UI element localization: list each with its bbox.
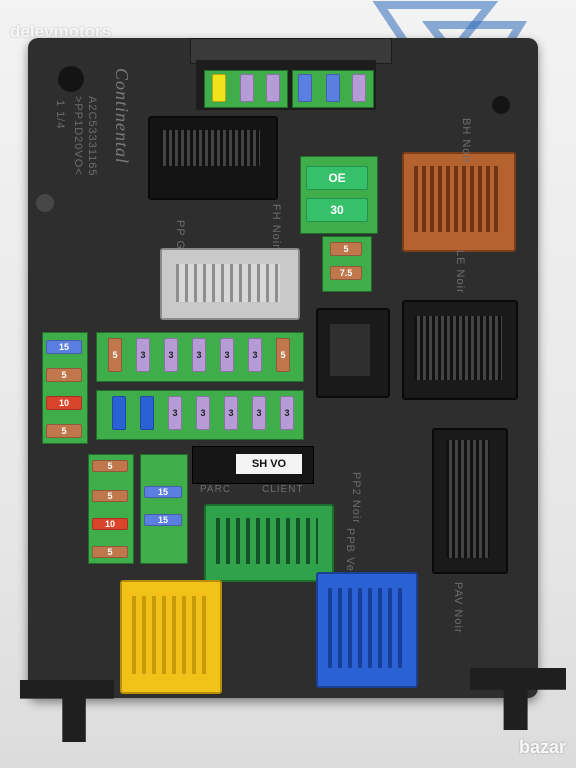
connector-black-mid-socket: [330, 324, 370, 376]
label-pp2: PP2 Noir: [350, 472, 362, 525]
maxi-fuse-1[interactable]: OE: [306, 166, 368, 190]
connector-black-right-pins: [414, 316, 502, 380]
part-number: A2C53331165: [86, 96, 98, 177]
relay-label: SH VO: [236, 454, 302, 474]
fuse-top-1[interactable]: [212, 74, 226, 102]
fuse-ll-4[interactable]: 10: [92, 518, 128, 530]
connector-black-mid[interactable]: [316, 308, 390, 398]
fuse-top-5[interactable]: [326, 74, 340, 102]
fuse-c1-2[interactable]: 3: [136, 338, 150, 372]
fuse-mid-2[interactable]: 7.5: [330, 266, 362, 280]
fuse-c1-1[interactable]: 5: [108, 338, 122, 372]
fuse-mid-1[interactable]: 5: [330, 242, 362, 256]
fuse-top-2[interactable]: [240, 74, 254, 102]
fuse-left-1[interactable]: 15: [46, 340, 82, 354]
connector-green-pins: [216, 518, 318, 564]
ratio-text: 1 1/4: [54, 100, 66, 130]
fuse-left-4[interactable]: 5: [46, 424, 82, 438]
mounting-hole: [58, 66, 84, 92]
maxi-fuse-2[interactable]: 30: [306, 198, 368, 222]
fuse-c2-6[interactable]: 3: [252, 396, 266, 430]
fuse-c2-4[interactable]: 3: [196, 396, 210, 430]
label-le: LE Noir: [454, 250, 466, 294]
fuse-c1-4[interactable]: 3: [192, 338, 206, 372]
mounting-hole-right: [492, 96, 510, 114]
watermark-bottom: bazar: [518, 737, 566, 757]
connector-pins: [160, 130, 260, 166]
label-fh: FH Noir: [270, 204, 282, 249]
lower-mid-fuse-slot: [140, 454, 188, 564]
brand-logo: Continental: [112, 68, 132, 164]
connector-grey-pins: [176, 264, 280, 302]
fuse-c2-3[interactable]: 3: [168, 396, 182, 430]
fuse-c1-5[interactable]: 3: [220, 338, 234, 372]
lower-left-fuse-slot: [88, 454, 134, 564]
fuse-lm-2[interactable]: 15: [144, 514, 182, 526]
label-client: CLIENT: [262, 484, 304, 495]
fuse-c1-6[interactable]: 3: [248, 338, 262, 372]
fuse-c1-7[interactable]: 5: [276, 338, 290, 372]
fuse-c1-3[interactable]: 3: [164, 338, 178, 372]
recycle-icon: [36, 194, 54, 212]
model-code: >PP1D20VO<: [72, 96, 84, 176]
label-pav: PAV Noir: [452, 582, 464, 634]
fuse-c2-5[interactable]: 3: [224, 396, 238, 430]
fuse-left-3[interactable]: 10: [46, 396, 82, 410]
fuse-left-2[interactable]: 5: [46, 368, 82, 382]
connector-black-tall-pins: [446, 440, 490, 558]
fuse-ll-1[interactable]: 5: [92, 460, 128, 472]
label-bh: BH Noir: [460, 118, 472, 164]
fuse-ll-2[interactable]: 5: [92, 490, 128, 502]
fuse-lm-1[interactable]: 15: [144, 486, 182, 498]
label-parc: PARC: [200, 484, 232, 495]
connector-copper-pins: [414, 166, 500, 232]
connector-blue-pins: [328, 588, 402, 668]
fuse-c2-1[interactable]: [112, 396, 126, 430]
watermark-top: delevmotors: [10, 22, 112, 41]
fuse-top-6[interactable]: [352, 74, 366, 102]
fuse-c2-2[interactable]: [140, 396, 154, 430]
fuse-top-4[interactable]: [298, 74, 312, 102]
fuse-c2-7[interactable]: 3: [280, 396, 294, 430]
fuse-top-3[interactable]: [266, 74, 280, 102]
fuse-ll-5[interactable]: 5: [92, 546, 128, 558]
connector-yellow-pins: [132, 596, 206, 674]
